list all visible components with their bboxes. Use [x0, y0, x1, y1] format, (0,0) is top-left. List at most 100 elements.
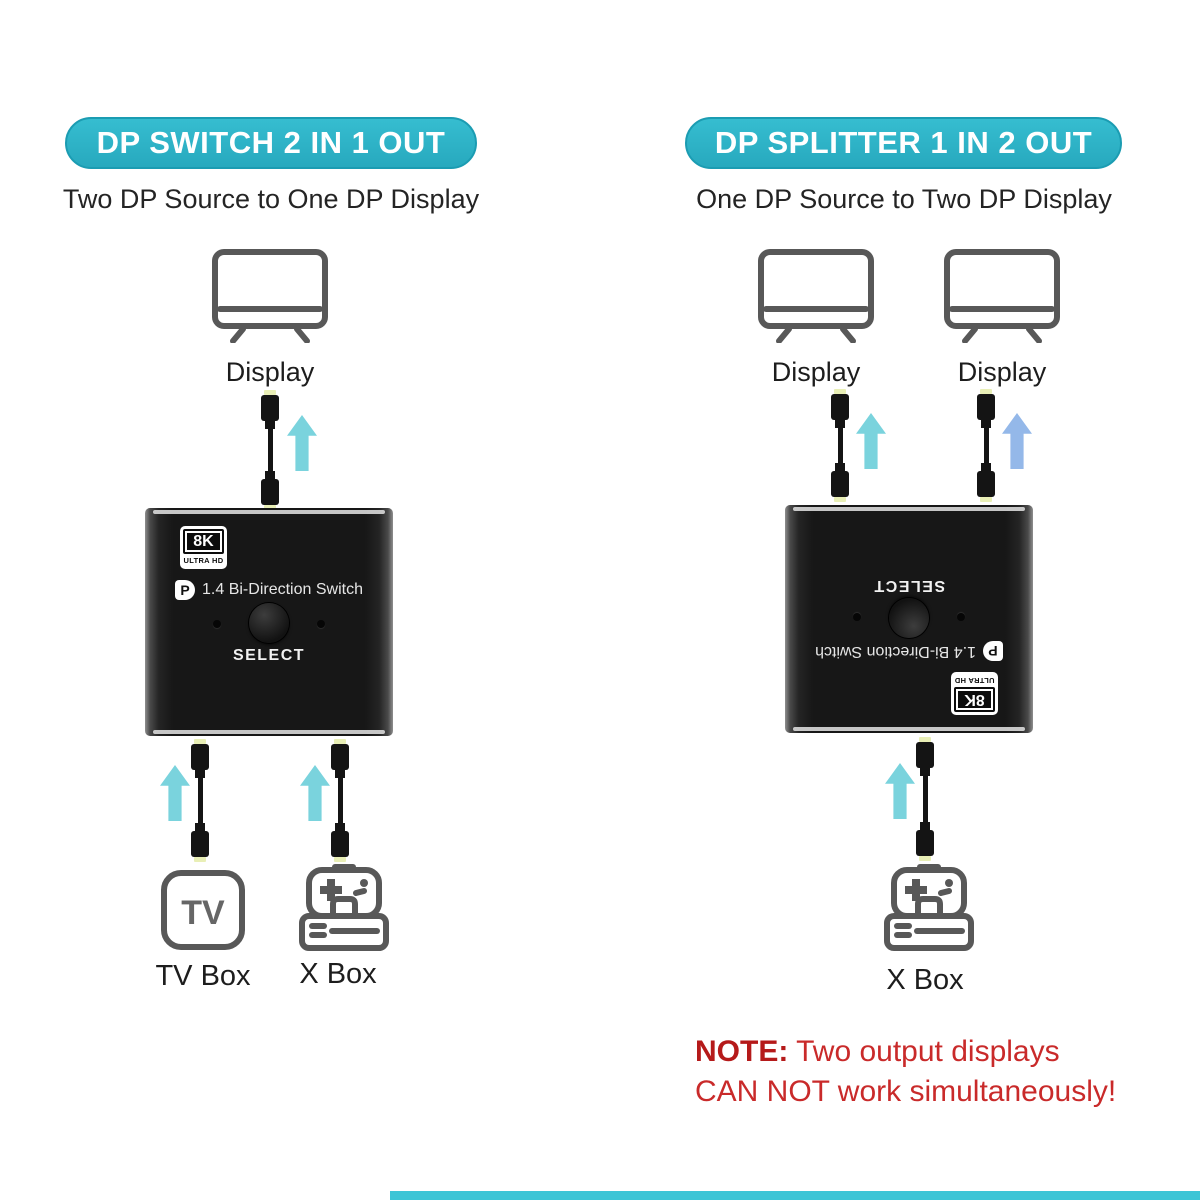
up-arrow-icon — [300, 765, 330, 821]
cable-plug — [916, 742, 934, 768]
cable-tip — [919, 737, 931, 742]
dp-cable — [830, 389, 850, 502]
dp-cable — [190, 739, 210, 862]
button-dot-icon — [360, 879, 368, 887]
left-header-pill: DP SWITCH 2 IN 1 OUT — [65, 117, 477, 169]
x-box-label: X Box — [299, 958, 377, 990]
up-arrow-blue-icon — [1002, 413, 1032, 469]
badge-ultra-hd-text: ULTRA HD — [183, 556, 224, 565]
led-indicator-right — [853, 613, 861, 621]
button-dot-icon — [945, 879, 953, 887]
cable-plug — [191, 744, 209, 770]
cable-neck — [195, 770, 205, 778]
cable-neck — [981, 420, 991, 428]
select-button — [889, 598, 929, 638]
up-arrow-icon — [885, 763, 915, 819]
select-label: SELECT — [872, 577, 946, 594]
cable-tip — [334, 857, 346, 862]
cable-wire — [983, 428, 989, 463]
led-indicator-right — [317, 620, 325, 628]
cable-neck — [981, 463, 991, 471]
cable-plug — [331, 744, 349, 770]
dp-cable — [976, 389, 996, 502]
8k-ultra-hd-badge: 8K ULTRA HD — [180, 526, 227, 569]
cable-neck — [835, 420, 845, 428]
x-box-label: X Box — [886, 964, 964, 996]
device-top-edge — [793, 727, 1025, 731]
cable-neck — [195, 823, 205, 831]
device-top-edge — [153, 510, 385, 514]
select-label: SELECT — [232, 647, 306, 664]
badge-8k-text: 8K — [954, 687, 995, 712]
cable-plug — [191, 831, 209, 857]
device-name-text: 1.4 Bi-Direction Switch — [815, 643, 976, 660]
bottom-accent-bar — [390, 1191, 1200, 1200]
cable-neck — [920, 768, 930, 776]
note-prefix: NOTE: — [695, 1035, 789, 1068]
cable-wire — [197, 778, 203, 823]
cable-tip — [919, 856, 931, 861]
display-monitor-icon — [944, 249, 1060, 343]
displayport-logo-icon: P — [175, 580, 196, 600]
dp-cable — [260, 390, 280, 510]
cable-neck — [335, 823, 345, 831]
tv-box-label: TV Box — [155, 960, 251, 992]
cable-plug — [331, 831, 349, 857]
cable-tip — [264, 390, 276, 395]
displayport-logo-icon: P — [982, 641, 1003, 661]
cable-tip — [980, 389, 992, 394]
left-subtitle: Two DP Source to One DP Display — [62, 184, 480, 214]
up-arrow-icon — [856, 413, 886, 469]
cable-tip — [834, 389, 846, 394]
device-bottom-edge — [153, 730, 385, 734]
cable-tip — [194, 739, 206, 744]
note-line1: Two output displays — [788, 1035, 1060, 1068]
cable-tip — [834, 497, 846, 502]
display-label: Display — [771, 357, 861, 387]
tv-icon-text: TV — [181, 894, 225, 932]
badge-ultra-hd-text: ULTRA HD — [954, 676, 995, 685]
cable-plug — [261, 479, 279, 505]
device-model-row: P 1.4 Bi-Direction Switch — [785, 641, 1033, 661]
cable-tip — [334, 739, 346, 744]
led-indicator-left — [957, 613, 965, 621]
display-monitor-icon — [212, 249, 328, 343]
device-name-text: 1.4 Bi-Direction Switch — [202, 581, 363, 598]
cable-plug — [831, 394, 849, 420]
xbox-console-icon — [884, 864, 974, 951]
device-model-row: P 1.4 Bi-Direction Switch — [145, 580, 393, 600]
cable-wire — [267, 429, 273, 471]
cable-plug — [261, 395, 279, 421]
cable-tip — [194, 857, 206, 862]
dp-splitter-device: 8K ULTRA HD P 1.4 Bi-Direction Switch SE… — [785, 505, 1033, 733]
dp-cable — [330, 739, 350, 862]
up-arrow-icon — [287, 415, 317, 471]
right-subtitle: One DP Source to Two DP Display — [696, 184, 1112, 214]
tv-box-icon: TV — [161, 870, 245, 950]
dpad-icon — [320, 879, 342, 901]
cable-tip — [264, 505, 276, 510]
right-header-pill: DP SPLITTER 1 IN 2 OUT — [685, 117, 1122, 169]
cable-tip — [980, 497, 992, 502]
xbox-console-icon — [299, 864, 389, 951]
cable-plug — [977, 394, 995, 420]
cable-wire — [922, 776, 928, 822]
cable-plug — [831, 471, 849, 497]
cable-neck — [265, 471, 275, 479]
dp-switch-device: 8K ULTRA HD P 1.4 Bi-Direction Switch SE… — [145, 508, 393, 736]
led-indicator-left — [213, 620, 221, 628]
cable-neck — [920, 822, 930, 830]
note-text: NOTE: Two output displays CAN NOT work s… — [695, 1032, 1116, 1112]
cable-neck — [835, 463, 845, 471]
cable-neck — [265, 421, 275, 429]
select-button — [249, 603, 289, 643]
note-line2: CAN NOT work simultaneously! — [695, 1075, 1117, 1108]
dpad-icon — [905, 879, 927, 901]
display-label: Display — [957, 357, 1047, 387]
badge-8k-text: 8K — [183, 529, 224, 554]
8k-ultra-hd-badge: 8K ULTRA HD — [951, 672, 998, 715]
dp-cable — [915, 737, 935, 861]
up-arrow-icon — [160, 765, 190, 821]
cable-plug — [916, 830, 934, 856]
